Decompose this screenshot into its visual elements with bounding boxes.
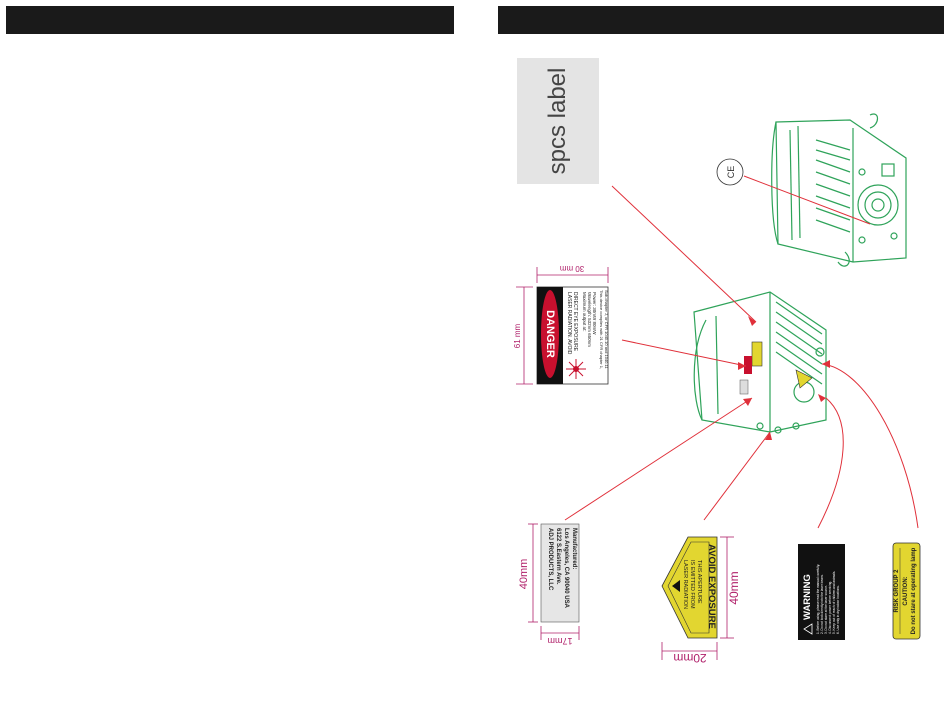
back-panel-badge-text: CE xyxy=(726,166,736,179)
power-socket xyxy=(881,163,895,177)
handle-curve xyxy=(771,121,779,245)
danger-heading: DANGER xyxy=(544,310,556,358)
warning-line-2: 2. Do not look directly into the laser b… xyxy=(820,574,824,634)
warning-line-5: 5. Keep out of reach of children and ani… xyxy=(832,571,836,634)
manufacturer-label: ADJ PRODUCTS, LLC 6122 S.Eastern Ave. Lo… xyxy=(540,523,580,623)
housing-outline xyxy=(775,119,907,263)
exposure-line-1: LASER RADIATION xyxy=(682,560,688,609)
danger-line-6: This device complies with 21 CFR chapter… xyxy=(599,290,604,369)
aperture-sticker-on-unit xyxy=(795,369,813,389)
danger-line-2: DIRECT EYE EXPOSURE xyxy=(572,292,578,352)
risk-line-3: Do not stare at operating lamp xyxy=(911,547,917,634)
warning-heading: WARNING xyxy=(802,574,813,620)
warning-line-1: 1. Before using, please read the manual … xyxy=(816,564,820,634)
handle-curve xyxy=(693,319,707,421)
fan-grille xyxy=(857,184,899,226)
risk-line-1: RISK GROUP 2 xyxy=(894,569,900,613)
back-panel-badge: CE xyxy=(716,158,744,186)
leader-warning xyxy=(817,397,844,529)
cooling-fins xyxy=(815,139,851,233)
exposure-label: LASER RADIATION IS EMITTED FROM THIS APE… xyxy=(661,536,718,639)
leader-spcs xyxy=(611,185,757,323)
warning-line-4: 4. Disconnect power before servicing. xyxy=(828,581,832,634)
exposure-width-dimension: 20mm xyxy=(673,651,706,665)
risk-group-label: RISK GROUP 2 CAUTION: Do not stare at op… xyxy=(892,542,921,640)
manufacturer-line-2: 6122 S.Eastern Ave. xyxy=(555,528,561,585)
danger-line-1: LASER RADIATION. AVOID xyxy=(566,292,572,355)
warning-line-3: 3. Do not stare at the laser source. xyxy=(824,585,828,634)
danger-height-dimension: 61 mm xyxy=(513,323,522,348)
manufacturer-sticker-on-unit xyxy=(739,379,749,395)
warning-label: WARNING 1. Before using, please read the… xyxy=(798,544,845,640)
cooling-fins xyxy=(775,301,823,385)
leader-risk xyxy=(821,363,919,529)
manufacturer-height-dimension: 40mm xyxy=(518,559,530,590)
leader-exposure xyxy=(703,431,771,521)
manufacturer-line-3: Los Angeles, CA 90040 USA xyxy=(563,528,569,609)
manufacturer-line-4: Manufactured: xyxy=(571,528,577,569)
exposure-caption: AVOID EXPOSURE xyxy=(706,544,717,629)
danger-sticker-on-unit xyxy=(744,356,752,374)
exposure-line-2: IS EMITTED FROM xyxy=(689,560,695,609)
exposure-line-3: THIS APERTURE xyxy=(696,560,702,604)
unit-back-view xyxy=(771,113,907,267)
leader-danger xyxy=(621,339,747,367)
leader-back-panel xyxy=(743,175,871,225)
mount-knob-bottom xyxy=(837,251,850,267)
danger-line-4: Wavelength: 532nm 650nm xyxy=(587,292,592,347)
risk-line-2: CAUTION: xyxy=(903,576,909,605)
danger-line-7: Sub-chapter J, or CFR 1040.10 and 1040.1… xyxy=(604,290,609,369)
mount-knob-top xyxy=(869,113,879,129)
manufacturer-dimensions xyxy=(528,523,580,640)
exposure-height-dimension: 40mm xyxy=(727,571,741,604)
manufacturer-line-1: ADJ PRODUCTS, LLC xyxy=(547,528,553,591)
handle-left xyxy=(789,129,793,241)
danger-line-3: Maximum output at: xyxy=(582,292,587,332)
danger-oval xyxy=(541,290,559,378)
leader-manufacturer xyxy=(564,397,753,521)
spcs-label-box: spcs label xyxy=(517,58,599,184)
warning-line-6: 6. Use only in dry indoor locations. xyxy=(836,585,840,634)
risk-sticker-on-unit xyxy=(751,341,763,367)
left-header-bar xyxy=(6,6,454,34)
unit-front-view xyxy=(693,291,827,434)
right-header-bar xyxy=(498,6,944,34)
laser-warning-triangle-icon xyxy=(672,580,680,592)
danger-width-dimension: 30 mm xyxy=(559,264,584,273)
danger-label: DANGER LASER RADIATION. AVOID DIRECT EYE… xyxy=(536,286,609,385)
danger-line-5: Power: 30mW 80mW xyxy=(592,292,597,335)
manufacturer-width-dimension: 17mm xyxy=(547,636,572,646)
danger-dimensions xyxy=(516,267,609,385)
warning-triangle-icon xyxy=(803,623,813,635)
handle-inner xyxy=(797,125,801,239)
laser-starburst-icon xyxy=(566,359,586,379)
exposure-dimensions xyxy=(661,536,734,660)
leader-lines xyxy=(564,185,919,529)
